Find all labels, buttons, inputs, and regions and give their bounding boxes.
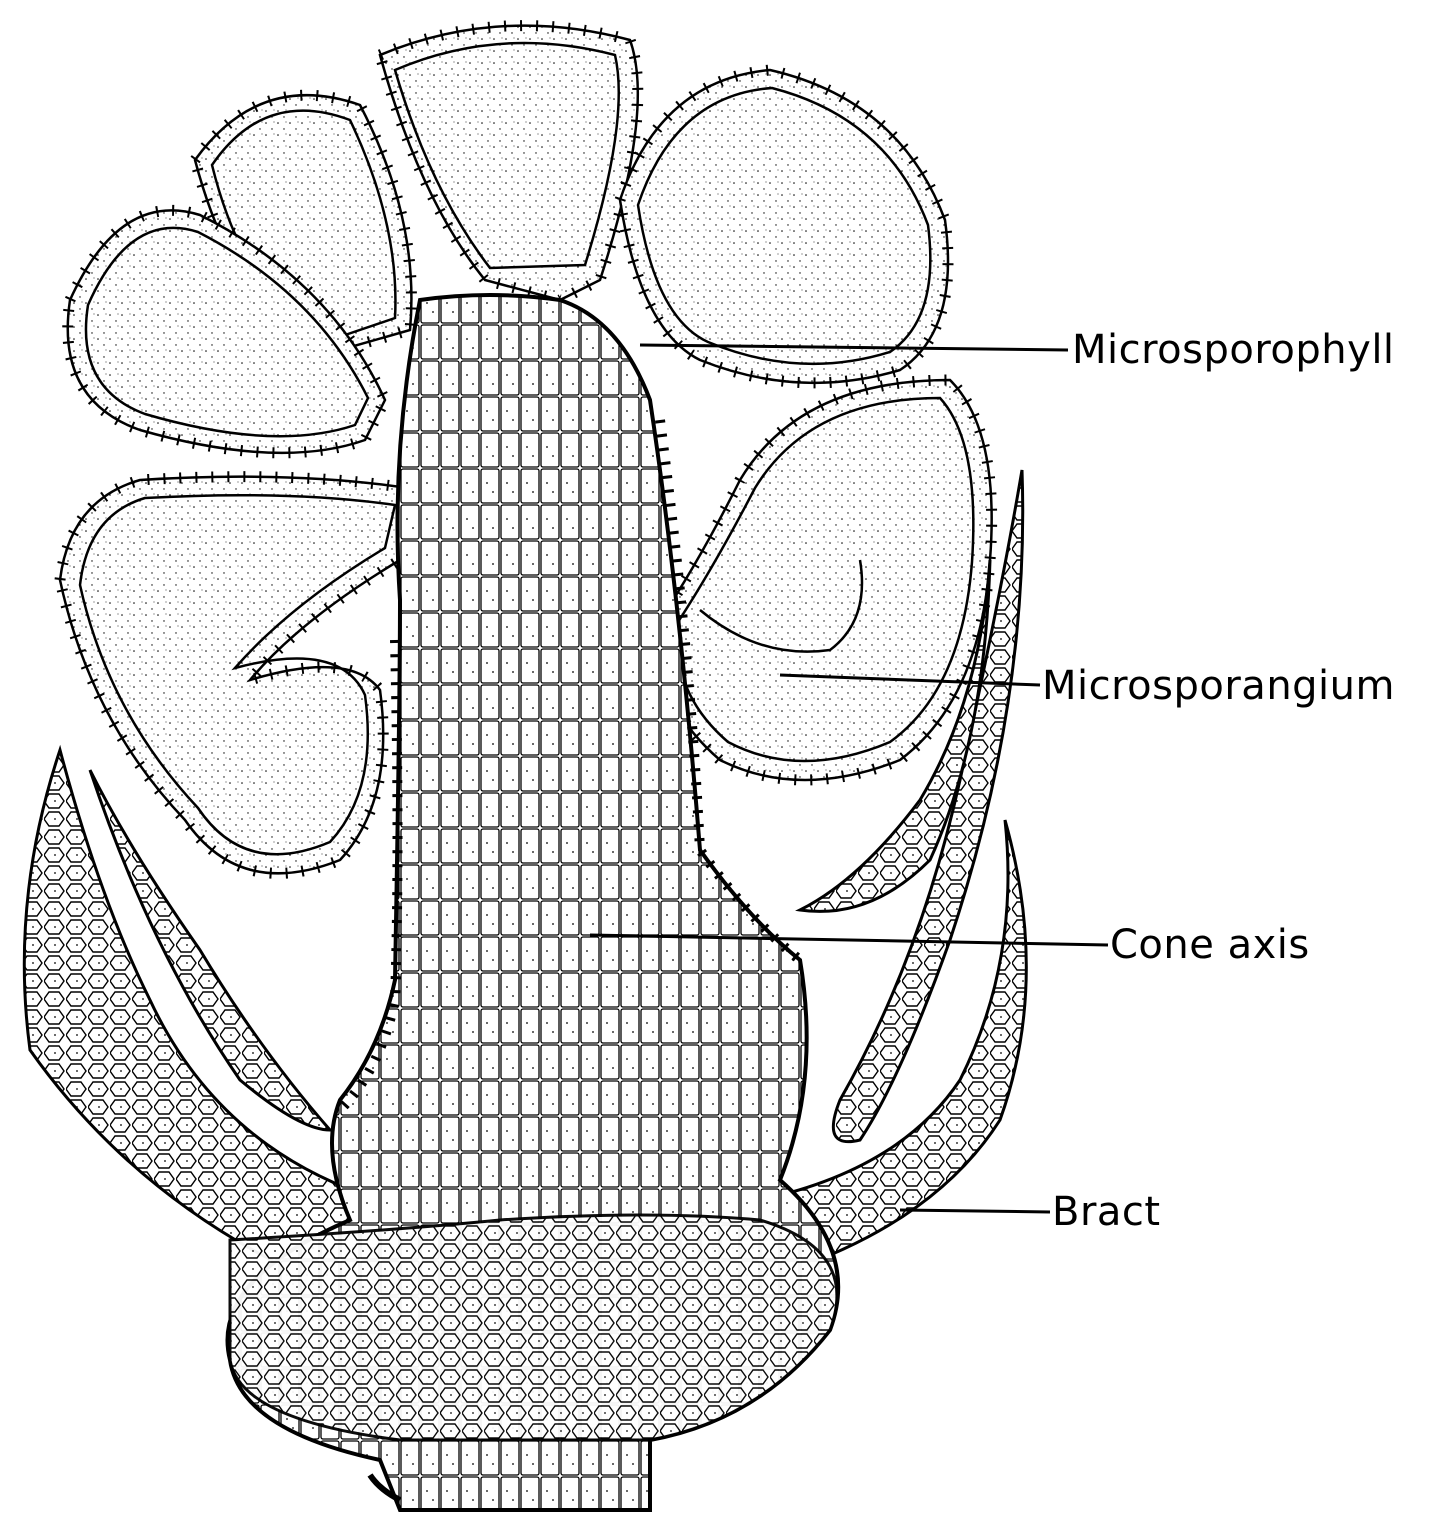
leader-line-bract (900, 1210, 1050, 1212)
label-microsporangium: Microsporangium (1042, 666, 1395, 706)
microsporangium-lobe-top (380, 26, 638, 300)
cone-axis-base (230, 1215, 837, 1440)
label-bract: Bract (1052, 1192, 1161, 1232)
microsporangium-lobe-right (659, 380, 992, 780)
label-microsporophyll: Microsporophyll (1072, 330, 1395, 370)
label-cone-axis: Cone axis (1110, 925, 1310, 965)
